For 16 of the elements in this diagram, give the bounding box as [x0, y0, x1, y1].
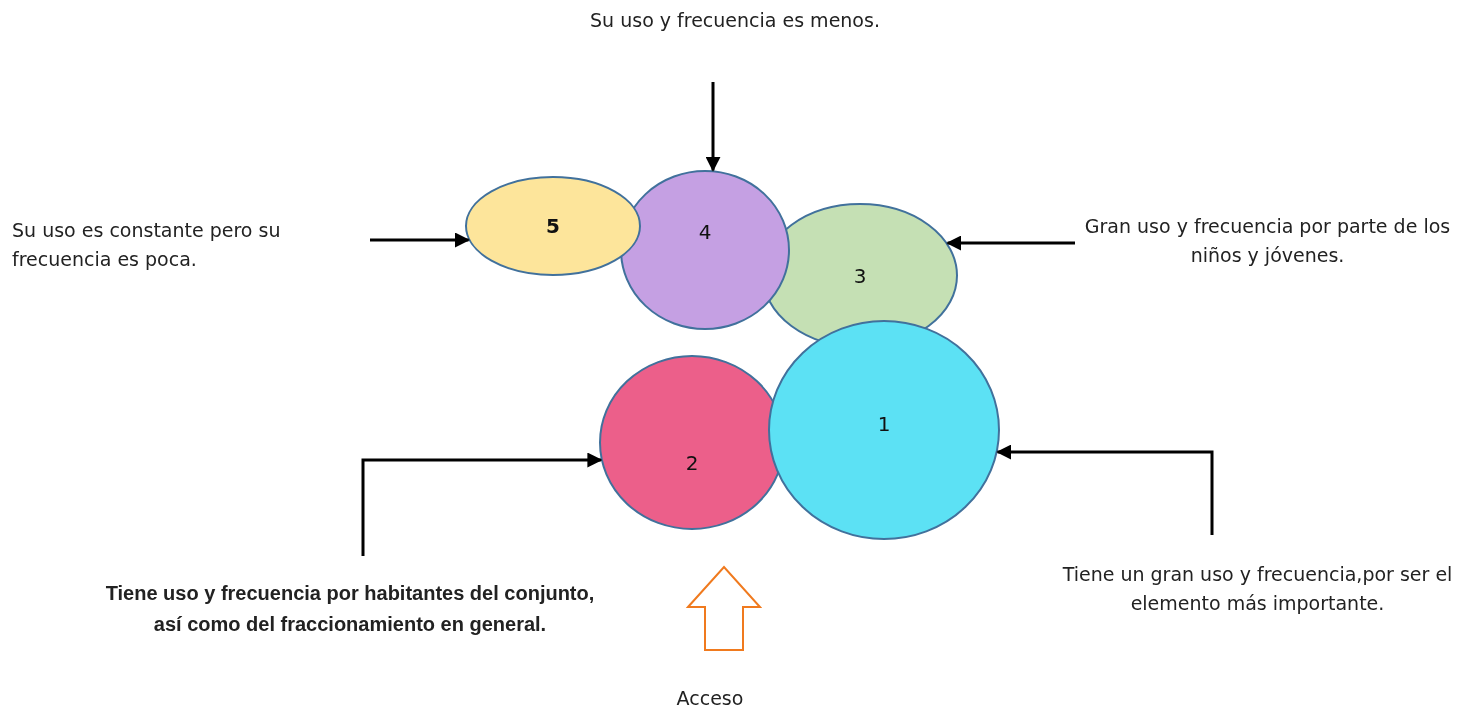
- circle-number: 1: [877, 412, 891, 436]
- arrow: [370, 232, 470, 248]
- annotation-text: Su uso es constante pero su frecuencia es poca.: [12, 218, 282, 273]
- annotation-text: Gran uso y frecuencia por parte de los niños y jóvenes.: [1083, 214, 1452, 269]
- annotation-text: Tiene uso y frecuencia por habitantes del conjunto, así como del fraccionamiento en general.: [104, 581, 596, 637]
- annotation-text: Su uso y frecuencia es menos.: [589, 8, 881, 33]
- access-label: Acceso: [675, 686, 745, 711]
- circle-number: 5: [546, 214, 560, 238]
- arrow: [996, 444, 1214, 535]
- circle-number: 3: [853, 263, 867, 288]
- circle-number: 2: [685, 450, 699, 475]
- arrow: [361, 452, 603, 556]
- arrow: [705, 82, 721, 172]
- circle-number: 4: [698, 220, 712, 244]
- annotation-text: Tiene un gran uso y frecuencia,por ser el elemento más importante.: [1061, 562, 1454, 617]
- arrow: [946, 235, 1075, 251]
